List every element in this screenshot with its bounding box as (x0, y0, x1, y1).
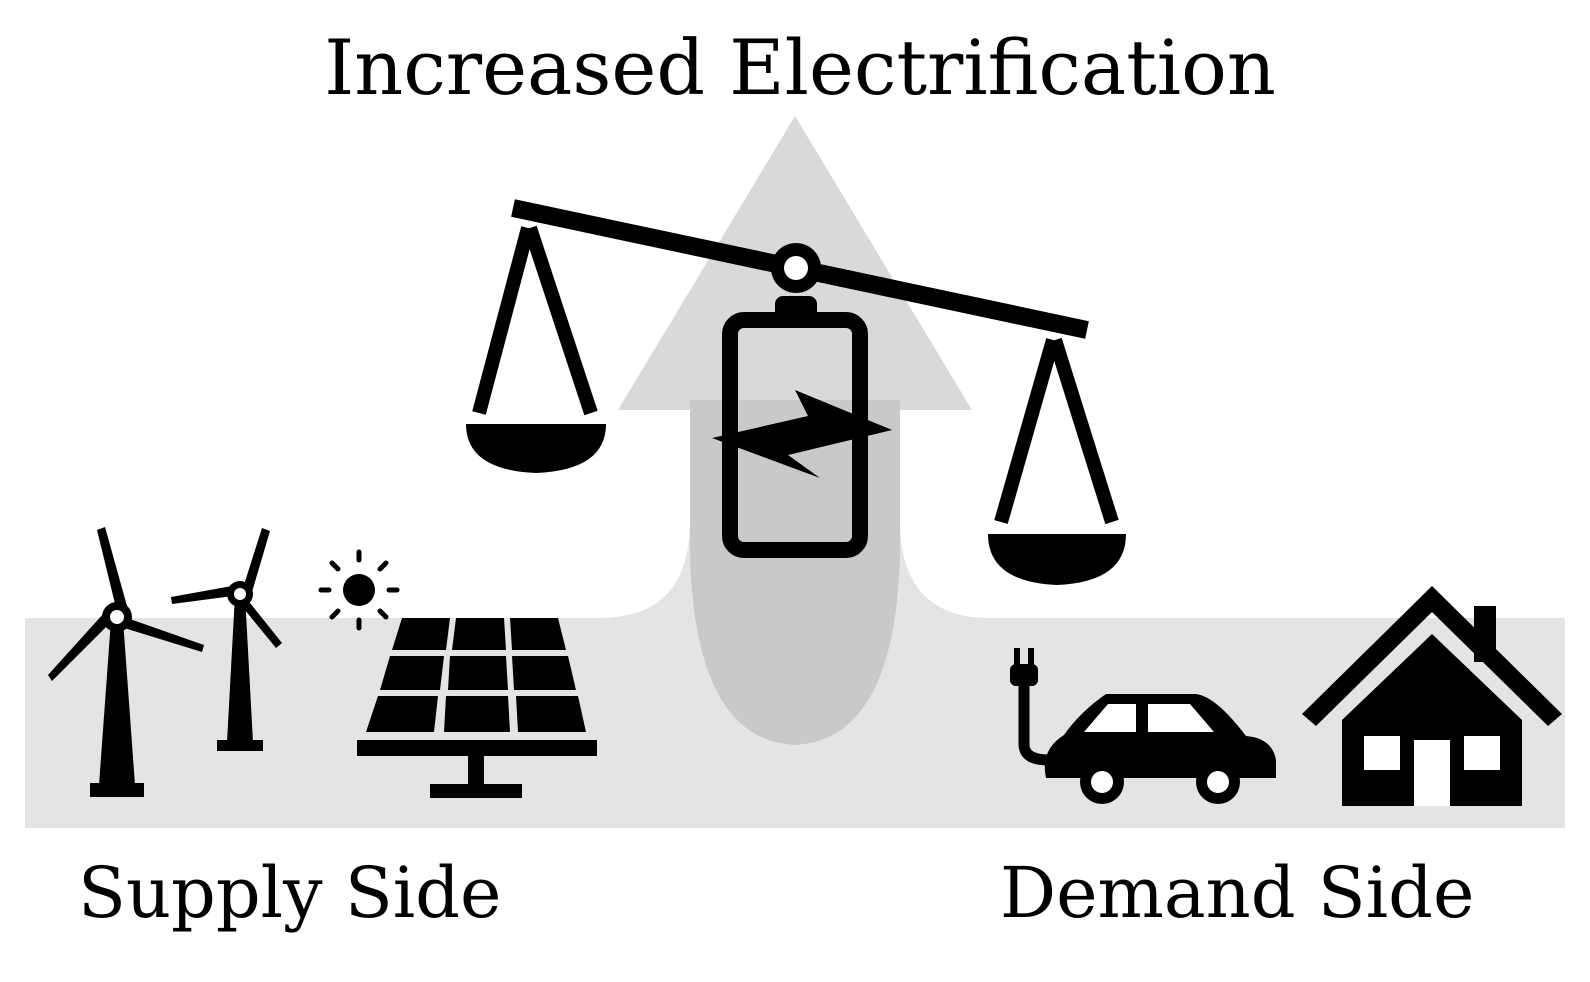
demand-side-label: Demand Side (1000, 852, 1475, 934)
diagram-title: Increased Electrification (324, 23, 1276, 112)
solar-panel-icon (357, 618, 597, 798)
plug-icon (1010, 648, 1049, 766)
flow-background (25, 116, 1565, 828)
wind-turbine-icon (48, 527, 204, 797)
balance-scale-icon (466, 199, 1126, 585)
house-icon (1302, 586, 1562, 806)
lightning-icon (712, 390, 892, 478)
sun-icon (318, 549, 400, 631)
supply-side-label: Supply Side (78, 852, 502, 934)
battery-icon (712, 296, 892, 558)
arrow-shaft-overlap (690, 400, 900, 745)
electric-car-icon (1044, 694, 1276, 804)
wind-turbine-icon (171, 528, 282, 751)
